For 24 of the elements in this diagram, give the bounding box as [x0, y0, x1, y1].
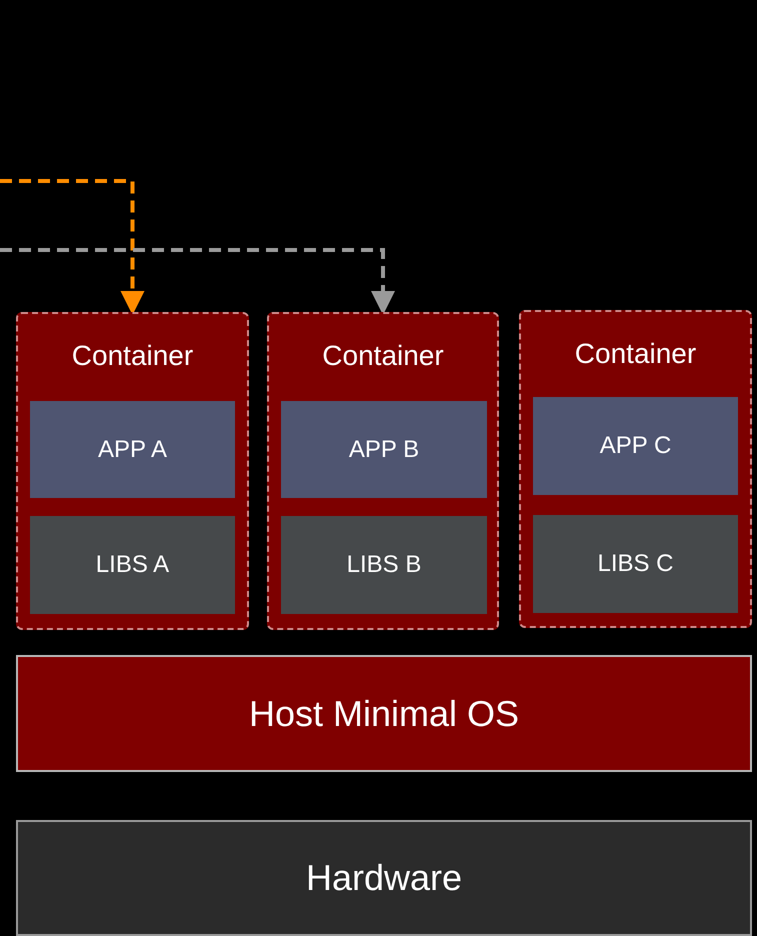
os-label: Host Minimal OS [248, 692, 520, 734]
dashed-arrow [0, 179, 144, 315]
app-layer [30, 401, 235, 498]
container-box [519, 310, 752, 628]
hardware-layer [16, 820, 752, 936]
app-label: APP C [598, 432, 672, 460]
host-os-layer [16, 655, 752, 772]
app-label: APP A [97, 436, 168, 464]
container-heading: Container [574, 338, 698, 370]
container-heading: Container [70, 340, 194, 372]
container-heading: Container [321, 340, 445, 372]
app-label: APP B [348, 436, 420, 464]
app-layer [281, 401, 487, 498]
libs-layer [30, 516, 235, 614]
app-layer [533, 397, 738, 495]
hardware-label: Hardware [304, 857, 464, 899]
libs-label: LIBS C [596, 550, 675, 578]
container-box [267, 312, 499, 630]
libs-layer [281, 516, 487, 614]
container-box [16, 312, 249, 630]
libs-label: LIBS B [346, 551, 422, 579]
libs-label: LIBS A [94, 551, 170, 579]
dashed-arrow [0, 248, 395, 315]
libs-layer [533, 515, 738, 613]
